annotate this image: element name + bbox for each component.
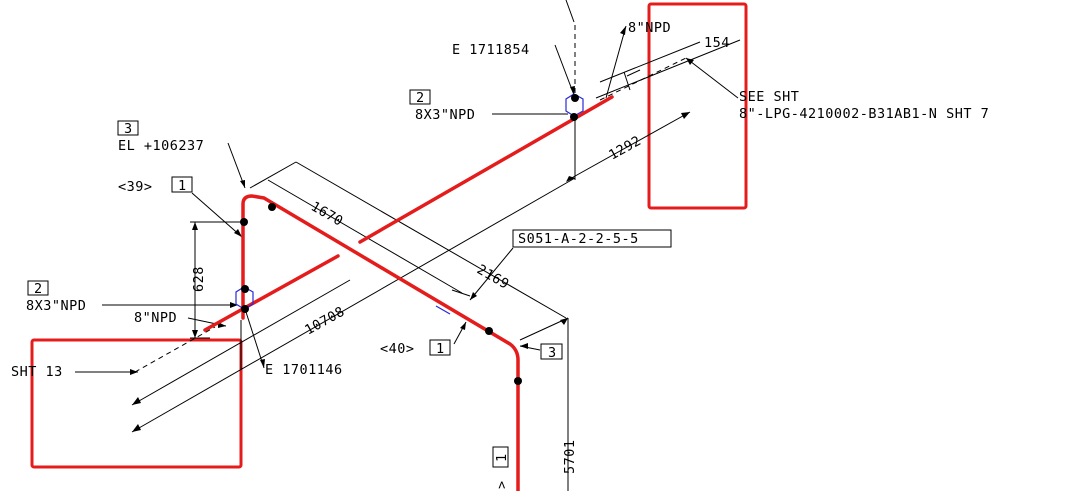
reducer-size-left: 8X3"NPD bbox=[26, 298, 86, 314]
tag-box-1-40 bbox=[429, 339, 451, 356]
ref-40: <40> bbox=[380, 341, 415, 357]
highlight-box-left bbox=[30, 338, 243, 469]
reducer-symbols bbox=[235, 93, 584, 315]
dimension-5701: 5701 bbox=[562, 439, 578, 474]
tag-2-left: 2 bbox=[34, 281, 43, 297]
highlight-box-right bbox=[647, 2, 748, 210]
dimension-1292: 1292 bbox=[606, 133, 644, 164]
tag-box-1-bottom bbox=[492, 446, 509, 468]
weld-ref-e1711854: E 1711854 bbox=[452, 42, 530, 58]
dimension-1670: 1670 bbox=[308, 199, 346, 230]
tag-1-39: 1 bbox=[178, 178, 187, 194]
spec-box bbox=[512, 229, 672, 248]
tag-3-el: 3 bbox=[124, 121, 133, 137]
elevation-label: EL +106237 bbox=[118, 138, 204, 154]
dimension-10708: 10708 bbox=[302, 304, 347, 339]
weld-nodes bbox=[240, 94, 579, 385]
tag-3-right: 3 bbox=[548, 345, 557, 361]
ref-bottom-arrow: > bbox=[494, 480, 510, 489]
tag-box-3-right bbox=[540, 343, 563, 360]
pipe-runs bbox=[203, 95, 614, 491]
tag-box-2-left bbox=[27, 280, 49, 296]
sheet-reference: 8"-LPG-4210002-B31AB1-N SHT 7 bbox=[739, 106, 989, 122]
npd-label-top: 8"NPD bbox=[628, 20, 671, 36]
tag-1-40: 1 bbox=[436, 341, 445, 357]
tag-2-top: 2 bbox=[416, 90, 425, 106]
arrowheads bbox=[130, 26, 694, 432]
tag-box-2-top bbox=[409, 89, 431, 105]
dimension-lines bbox=[75, 0, 741, 491]
spec-label: S051-A-2-2-5-5 bbox=[518, 231, 639, 247]
sheet-13-label: SHT 13 bbox=[11, 364, 63, 380]
npd-label-left: 8"NPD bbox=[134, 310, 177, 326]
ref-39: <39> bbox=[118, 179, 153, 195]
tag-box-1-39 bbox=[171, 176, 193, 193]
weld-ref-e1701146: E 1701146 bbox=[265, 362, 343, 378]
tag-box-3-el bbox=[117, 120, 139, 136]
tag-1-bottom: 1 bbox=[494, 453, 510, 462]
dimension-628: 628 bbox=[191, 266, 207, 292]
dimension-154: 154 bbox=[704, 35, 730, 51]
see-sheet-label: SEE SHT bbox=[739, 89, 799, 105]
reducer-size-top: 8X3"NPD bbox=[415, 107, 475, 123]
